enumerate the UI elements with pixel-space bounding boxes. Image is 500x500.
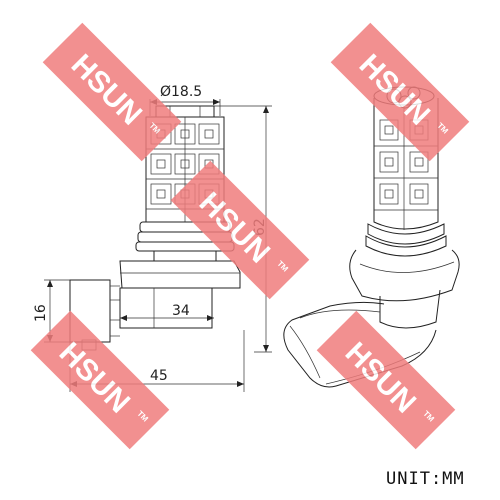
watermark-top-right: HSUN TM <box>330 22 470 162</box>
total-width-label: 45 <box>150 368 168 384</box>
watermark-bottom-right: HSUN TM <box>316 310 456 450</box>
watermark-center: HSUN TM <box>170 160 310 300</box>
diameter-label: Ø18.5 <box>160 84 202 100</box>
unit-label: UNIT:MM <box>386 469 465 489</box>
watermark-bottom-left: HSUN TM <box>30 310 170 450</box>
watermark-layer: HSUN TM HSUN TM HSUN TM HSUN TM HSUN TM <box>30 22 470 450</box>
base-width-label: 34 <box>172 303 190 319</box>
dimension-base-width: 34 <box>120 303 214 321</box>
connector-height-label: 16 <box>33 304 49 322</box>
